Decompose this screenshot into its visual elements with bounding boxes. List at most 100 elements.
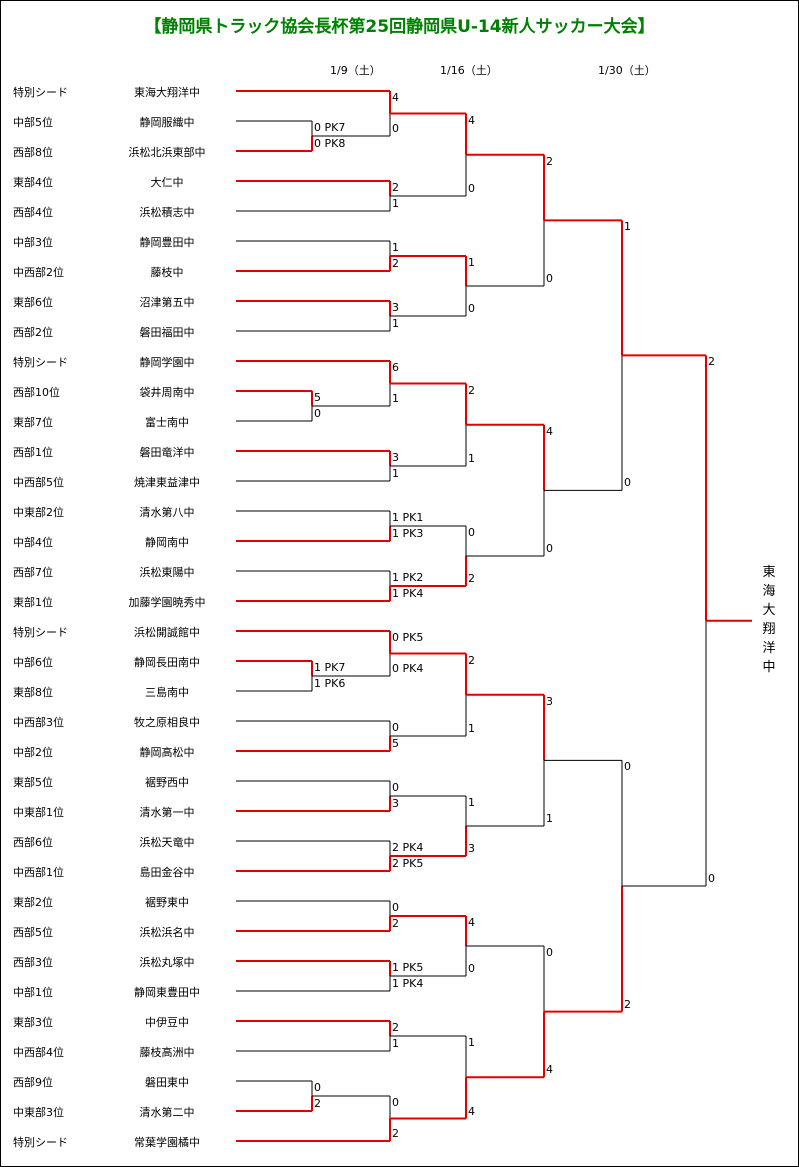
date-round3: 1/30（土） [598, 64, 656, 77]
team-name: 藤枝高洲中 [139, 1046, 195, 1059]
round4-match-score-bottom: 0 [624, 476, 631, 490]
round1-match-score-top: 0 [392, 781, 399, 794]
round1-match-score-top: 4 [392, 91, 399, 104]
round1-match-score-bottom: 2 [392, 257, 399, 270]
team-name: 磐田東中 [145, 1076, 189, 1089]
team-seed: 特別シード [13, 86, 68, 99]
team-seed: 西部4位 [13, 206, 53, 219]
round2-match-score-top: 2 [468, 653, 475, 667]
round3-match-score-top: 0 [546, 946, 553, 959]
round2-match-score-top: 0 [468, 526, 475, 539]
round1-match-score-top: 2 [392, 1021, 399, 1034]
team-name: 静岡長田南中 [134, 656, 200, 669]
round4-match-score-bottom: 2 [624, 997, 631, 1011]
round3-match-score-top: 4 [546, 424, 553, 438]
team-name: 静岡学園中 [139, 356, 195, 369]
round1-match-score-bottom: 3 [392, 797, 399, 810]
team-seed: 東部5位 [13, 776, 53, 789]
team-name: 磐田福田中 [139, 326, 195, 339]
round1-match-score-bottom: 2 [392, 1127, 399, 1140]
team-seed: 西部8位 [13, 146, 53, 159]
champion-name: 東海大翔洋中 [760, 563, 778, 677]
final-match-score-top: 2 [708, 355, 715, 369]
team-name: 藤枝中 [150, 266, 184, 279]
team-name: 三島南中 [145, 686, 189, 699]
round1-match-score-bottom: 5 [392, 737, 399, 750]
round1-match-score-top: 0 [392, 1096, 399, 1109]
round1-match-score-bottom: 1 [392, 1037, 399, 1050]
team-name: 浜松開誠館中 [134, 626, 200, 639]
team-name: 袋井周南中 [139, 386, 195, 399]
round2-match-score-bottom: 1 [468, 452, 475, 465]
round2-match-score-top: 4 [468, 113, 475, 127]
round1-match-score-bottom: 1 [392, 197, 399, 210]
round1-match-score-top: 2 PK4 [392, 841, 424, 854]
round4-match-score-top: 1 [624, 220, 631, 234]
team-seed: 中東部3位 [13, 1106, 64, 1119]
round4-match-score-top: 0 [624, 760, 631, 774]
team-name: 中伊豆中 [145, 1016, 189, 1029]
round3-match-score-bottom: 4 [546, 1063, 553, 1077]
team-seed: 中部6位 [13, 656, 53, 669]
champion-char: 中 [762, 660, 776, 675]
team-name: 焼津東益津中 [134, 476, 200, 489]
prelim-match-score-top: 1 PK7 [314, 661, 346, 674]
page-title: 【静岡県トラック協会長杯第25回静岡県U-14新人サッカー大会】 [144, 17, 655, 37]
round1-match-score-top: 2 [392, 181, 399, 194]
team-name: 東海大翔洋中 [134, 86, 200, 99]
round1-match-score-top: 3 [392, 301, 399, 314]
champion-char: 翔 [762, 622, 776, 637]
team-name: 清水第一中 [139, 806, 195, 819]
date-round2: 1/16（土） [440, 64, 498, 77]
team-name: 加藤学園暁秀中 [128, 596, 206, 609]
team-seed: 中部4位 [13, 536, 53, 549]
team-seed: 東部8位 [13, 686, 53, 699]
team-name: 浜松丸塚中 [139, 956, 195, 969]
round1-match-score-top: 0 [392, 901, 399, 914]
team-seed: 西部7位 [13, 566, 53, 579]
team-seed: 特別シード [13, 356, 68, 369]
team-name: 島田金谷中 [139, 866, 195, 879]
team-name: 常葉学園橘中 [134, 1136, 200, 1149]
round1-match-score-top: 1 PK1 [392, 511, 424, 524]
round3-match-score-bottom: 0 [546, 542, 553, 555]
team-name: 浜松天竜中 [139, 836, 195, 849]
prelim-match-score-top: 0 [314, 1081, 321, 1094]
prelim-match-score-bottom: 1 PK6 [314, 677, 346, 690]
champion-char: 東 [762, 565, 776, 580]
team-name: 浜松積志中 [139, 206, 195, 219]
round1-match-score-bottom: 1 PK4 [392, 587, 424, 600]
team-name: 浜松東陽中 [139, 566, 195, 579]
team-seed: 東部6位 [13, 296, 53, 309]
round1-match-score-bottom: 1 [392, 392, 399, 405]
team-seed: 中東部2位 [13, 506, 64, 519]
team-seed: 西部3位 [13, 956, 53, 969]
team-seed: 東部1位 [13, 596, 53, 609]
round2-match-score-top: 1 [468, 256, 475, 269]
team-seed: 中部5位 [13, 116, 53, 129]
round2-match-score-bottom: 1 [468, 722, 475, 735]
round2-match-score-top: 1 [468, 1036, 475, 1049]
round2-match-score-top: 2 [468, 383, 475, 397]
team-name: 磐田竜洋中 [139, 446, 195, 459]
round2-match-score-bottom: 0 [468, 302, 475, 315]
team-name: 浜松北浜東部中 [128, 146, 206, 159]
team-name: 静岡東豊田中 [134, 986, 200, 999]
team-seed: 西部9位 [13, 1076, 53, 1089]
final-match-score-bottom: 0 [708, 872, 715, 885]
round1-match-score-top: 6 [392, 361, 399, 374]
round2-match-score-bottom: 0 [468, 962, 475, 975]
round2-match-score-top: 4 [468, 916, 475, 929]
round1-match-score-top: 0 PK5 [392, 631, 424, 644]
round2-match-score-bottom: 2 [468, 572, 475, 585]
round3-match-score-top: 2 [546, 154, 553, 168]
team-name: 静岡南中 [145, 536, 189, 549]
round1-match-score-bottom: 2 [392, 917, 399, 930]
round2-match-score-bottom: 0 [468, 182, 475, 195]
team-name: 清水第八中 [139, 506, 195, 519]
team-name: 静岡豊田中 [139, 236, 195, 249]
champion-char: 大 [762, 603, 776, 618]
prelim-match-score-bottom: 0 [314, 407, 321, 420]
